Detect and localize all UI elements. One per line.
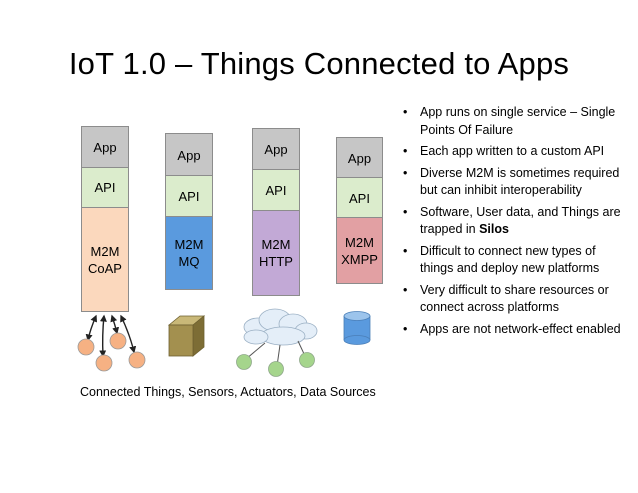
bullet-text: Apps are not network-effect enabled: [420, 321, 621, 336]
app-box: App: [165, 133, 213, 176]
m2m-box: M2M MQ: [165, 216, 213, 290]
bullet-item: • Very difficult to share resources or co…: [400, 282, 632, 317]
bullet-dot: •: [403, 204, 408, 219]
m2m-label: M2M: [174, 237, 204, 252]
m2m-label: M2M: [261, 237, 291, 252]
bidirectional-arrow-icon: [99, 314, 107, 358]
device-circle-icon: [299, 352, 315, 368]
bullet-text: Software, User data, and Things are trap…: [420, 204, 621, 237]
api-box: API: [336, 177, 383, 218]
protocol-label: CoAP: [88, 260, 122, 276]
http-devices: [236, 352, 315, 377]
app-label: App: [264, 142, 288, 157]
protocol-label: MQ: [178, 254, 200, 269]
bullet-item: • Diverse M2M is sometimes required but c…: [400, 165, 632, 200]
protocol-label: HTTP: [259, 254, 293, 269]
bullet-text: Difficult to connect new types of things…: [420, 243, 600, 276]
bidirectional-arrow-icon: [110, 314, 120, 335]
bullet-text: App runs on single service – Single Poin…: [420, 105, 616, 137]
device-circle-icon: [236, 354, 252, 370]
bullet-dot: •: [403, 282, 408, 297]
api-label: API: [178, 189, 200, 204]
cube-icon: [167, 315, 206, 357]
cloud-icon: [243, 308, 318, 346]
bullet-text: Each app written to a custom API: [420, 144, 605, 158]
bullet-dot: •: [403, 165, 408, 180]
bullet-text: Very difficult to share resources or con…: [420, 282, 609, 315]
device-circle-icon: [95, 354, 113, 372]
bullet-item: • Apps are not network-effect enabled: [400, 321, 632, 339]
bullet-dot: •: [403, 321, 408, 336]
stack-mq: App API M2M MQ: [165, 133, 213, 290]
m2m-label: M2M: [345, 234, 374, 250]
device-circle-icon: [268, 361, 284, 377]
bullet-list: • App runs on single service – Single Poi…: [400, 104, 632, 342]
slide-title: IoT 1.0 – Things Connected to Apps: [68, 46, 570, 81]
app-label: App: [177, 148, 201, 163]
bullet-dot: •: [403, 144, 408, 158]
bullet-item: • App runs on single service – Single Poi…: [400, 104, 632, 139]
m2m-box: M2M HTTP: [252, 210, 300, 296]
bullet-item: • Software, User data, and Things are tra…: [400, 204, 632, 239]
coap-devices: [77, 332, 146, 372]
api-label: API: [94, 180, 116, 195]
app-label: App: [93, 140, 117, 155]
bullet-emphasis: Silos: [479, 222, 509, 236]
bullet-dot: •: [403, 243, 408, 258]
bullet-text: Diverse M2M is sometimes required but ca…: [420, 165, 620, 198]
api-box: API: [165, 175, 213, 217]
bullet-dot: •: [403, 105, 408, 119]
m2m-label: M2M: [90, 243, 120, 259]
bullet-item: • Each app written to a custom API: [400, 143, 632, 161]
app-box: App: [252, 128, 300, 170]
database-cylinder-icon: [343, 311, 371, 345]
app-label: App: [347, 151, 372, 166]
device-circle-icon: [128, 351, 146, 369]
stack-http: App API M2M HTTP: [252, 128, 300, 296]
bullet-item: • Difficult to connect new types of thing…: [400, 243, 632, 278]
device-circle-icon: [109, 332, 127, 350]
bidirectional-arrow-icon: [85, 314, 98, 342]
api-label: API: [349, 191, 370, 206]
coap-arrows: [85, 314, 137, 358]
api-label: API: [265, 183, 287, 198]
protocol-label: XMPP: [341, 251, 378, 267]
device-circle-icon: [77, 338, 95, 356]
things-caption: Connected Things, Sensors, Actuators, Da…: [80, 385, 376, 399]
app-box: App: [336, 137, 383, 178]
bidirectional-arrow-icon: [120, 314, 137, 354]
app-box: App: [81, 126, 129, 168]
